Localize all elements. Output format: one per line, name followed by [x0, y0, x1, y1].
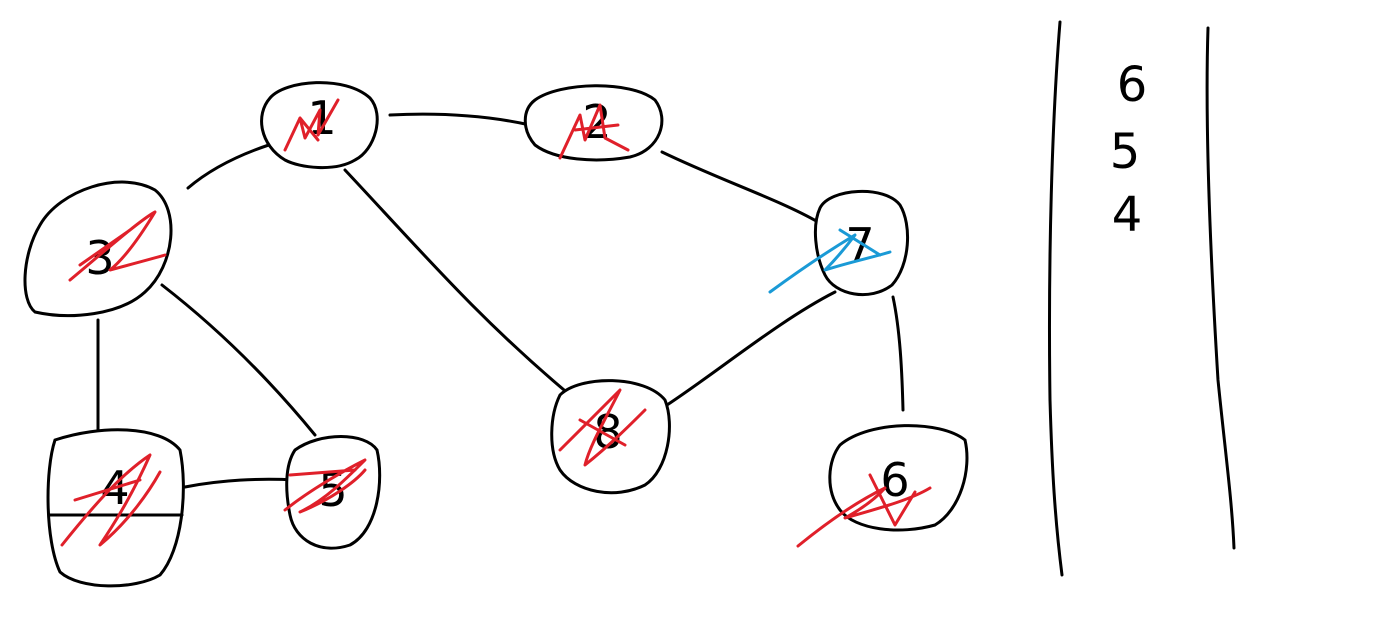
- cross-mark-1: [283, 98, 340, 152]
- edge-8-7: [665, 290, 837, 407]
- stack-right-wall: [1205, 26, 1236, 550]
- node-4: 4: [46, 428, 185, 588]
- cross-mark-8: [558, 388, 647, 467]
- cross-mark-5: [283, 458, 367, 514]
- node-8: 8: [550, 379, 671, 495]
- node-5: 5: [283, 435, 382, 550]
- edge-1-8: [343, 168, 572, 397]
- edge-4-5: [183, 477, 297, 489]
- cross-mark-6: [796, 473, 932, 548]
- stack-item-middle: 5: [1110, 124, 1141, 180]
- edge-1-2: [388, 112, 532, 127]
- current-mark-7: [768, 228, 892, 294]
- node-7: 7: [768, 189, 910, 297]
- stack-left-wall: [1047, 20, 1064, 577]
- cross-mark-4: [60, 453, 162, 547]
- edges: [96, 112, 905, 489]
- node-1: 1: [260, 81, 379, 170]
- node-label-6: 6: [880, 453, 909, 507]
- edge-2-7: [660, 150, 820, 224]
- node-2: 2: [523, 84, 664, 162]
- cross-mark-2: [558, 103, 630, 160]
- node-6: 6: [796, 424, 969, 548]
- edge-3-5: [160, 283, 317, 437]
- node-3: 3: [23, 180, 173, 318]
- cross-mark-3: [68, 210, 167, 282]
- node-label-1: 1: [307, 91, 336, 145]
- stack-item-top: 6: [1117, 57, 1148, 113]
- edge-7-6: [891, 295, 905, 412]
- stack-item-bottom: 4: [1112, 187, 1143, 243]
